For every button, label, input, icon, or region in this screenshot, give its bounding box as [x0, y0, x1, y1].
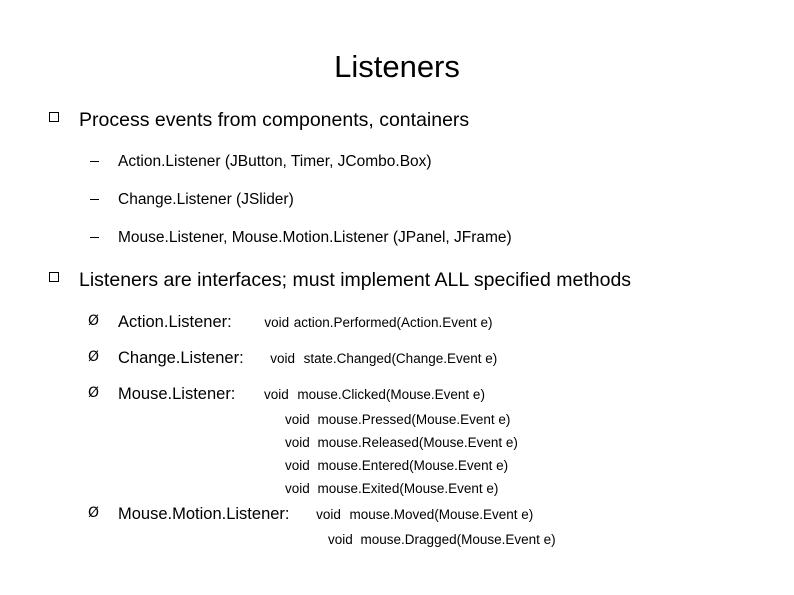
- square-bullet-icon: [49, 112, 59, 122]
- bullet-level1-text: Process events from components, containe…: [79, 109, 470, 131]
- bullet-level2-text: Mouse.Listener, Mouse.Motion.Listener (J…: [118, 229, 512, 246]
- bullet-level2-mouse-listener: Mouse.Listener, Mouse.Motion.Listener (J…: [88, 228, 794, 248]
- spacer: [0, 370, 794, 384]
- method-interface-name: Action.Listener:: [118, 313, 232, 331]
- method-signature-row: void mouse.Dragged(Mouse.Event e): [88, 532, 794, 549]
- bullet-level1-process-events: Process events from components, containe…: [46, 108, 794, 134]
- method-group-action-listener: Ø Action.Listener: void action.Performed…: [88, 312, 794, 334]
- arrow-bullet-icon: Ø: [88, 504, 100, 521]
- method-return-type: void: [285, 457, 310, 473]
- method-signature: mouse.Released(Mouse.Event e): [317, 434, 518, 450]
- method-interface-name: Mouse.Motion.Listener:: [118, 504, 290, 523]
- method-signature-row: void mouse.Released(Mouse.Event e): [88, 435, 794, 452]
- arrow-bullet-icon: Ø: [88, 313, 100, 329]
- spacer: [0, 134, 794, 152]
- method-signature: mouse.Clicked(Mouse.Event e): [297, 387, 485, 402]
- bullet-level2-change-listener: Change.Listener (JSlider): [88, 190, 794, 210]
- method-group-mouse-listener: Ø Mouse.Listener: void mouse.Clicked(Mou…: [88, 384, 794, 406]
- method-signature-row: void mouse.Exited(Mouse.Event e): [88, 481, 794, 498]
- method-return-type: void: [270, 351, 296, 366]
- method-group-change-listener: Ø Change.Listener: void state.Changed(Ch…: [88, 348, 794, 370]
- method-signature-row: void mouse.Pressed(Mouse.Event e): [88, 412, 794, 429]
- slide-body: Process events from components, containe…: [0, 108, 794, 548]
- method-return-type: void: [285, 480, 310, 496]
- spacer: [0, 248, 794, 268]
- slide-title: Listeners: [334, 49, 460, 84]
- method-signature: state.Changed(Change.Event e): [303, 351, 498, 366]
- dash-bullet-icon: [90, 237, 99, 239]
- bullet-level2-text: Action.Listener (JButton, Timer, JCombo.…: [118, 153, 432, 170]
- method-signature: mouse.Exited(Mouse.Event e): [317, 480, 499, 496]
- bullet-level2-action-listener: Action.Listener (JButton, Timer, JCombo.…: [88, 152, 794, 172]
- method-return-type: void: [285, 434, 310, 450]
- method-signature-row: void mouse.Entered(Mouse.Event e): [88, 458, 794, 475]
- method-signature: action.Performed(Action.Event e): [293, 315, 493, 330]
- method-signature: mouse.Moved(Mouse.Event e): [349, 506, 534, 522]
- arrow-bullet-icon: Ø: [88, 385, 100, 401]
- spacer: [0, 210, 794, 228]
- square-bullet-icon: [49, 272, 59, 282]
- bullet-level2-text: Change.Listener (JSlider): [118, 191, 294, 208]
- arrow-bullet-icon: Ø: [88, 349, 100, 365]
- method-return-type: void: [316, 506, 341, 522]
- bullet-level1-text: Listeners are interfaces; must implement…: [79, 269, 632, 291]
- spacer: [0, 294, 794, 312]
- method-interface-name: Mouse.Listener:: [118, 385, 236, 403]
- spacer: [0, 334, 794, 348]
- method-signature: mouse.Dragged(Mouse.Event e): [360, 531, 556, 547]
- dash-bullet-icon: [90, 199, 99, 201]
- method-group-mouse-motion-listener: Ø Mouse.Motion.Listener: void mouse.Move…: [88, 504, 794, 526]
- method-signature: mouse.Entered(Mouse.Event e): [317, 457, 509, 473]
- dash-bullet-icon: [90, 161, 99, 163]
- method-return-type: void: [328, 531, 353, 547]
- bullet-level1-listeners-interfaces: Listeners are interfaces; must implement…: [46, 268, 794, 294]
- method-return-type: void: [264, 387, 289, 402]
- method-signature: mouse.Pressed(Mouse.Event e): [317, 412, 511, 427]
- method-interface-name: Change.Listener:: [118, 349, 244, 367]
- method-return-type: void: [264, 315, 290, 330]
- spacer: [0, 172, 794, 190]
- method-return-type: void: [285, 412, 310, 427]
